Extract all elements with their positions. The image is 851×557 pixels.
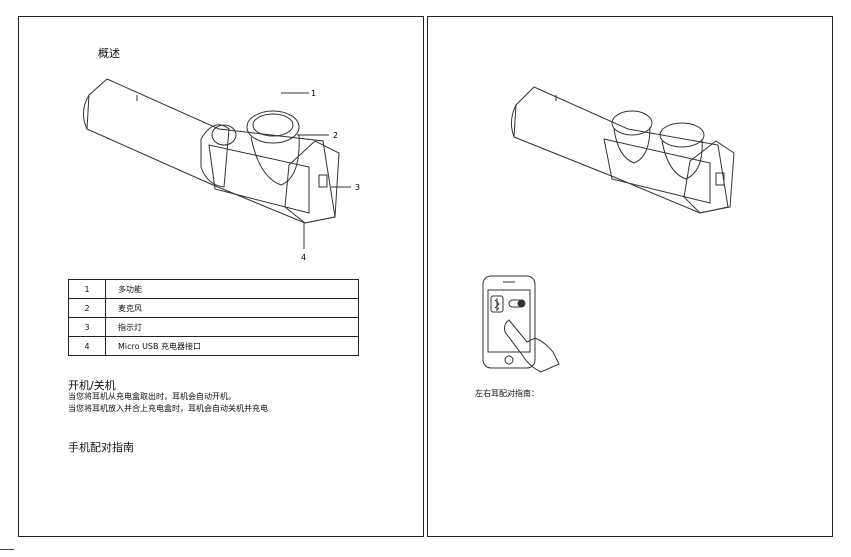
phone-bluetooth-illustration (483, 272, 583, 372)
part-number: 2 (69, 299, 106, 318)
parts-table: 1 多功能 2 麦克风 3 指示灯 4 Micro USB 充电器接口 (68, 279, 359, 356)
callout-4: 4 (301, 253, 306, 262)
table-row: 3 指示灯 (69, 318, 359, 337)
part-description: 麦克风 (106, 299, 359, 318)
power-line-1: 当您将耳机从充电盒取出时，耳机会自动开机。 (68, 391, 236, 402)
part-description: 多功能 (106, 280, 359, 299)
part-number: 1 (69, 280, 106, 299)
table-row: 4 Micro USB 充电器接口 (69, 337, 359, 356)
earbuds-case-illustration-open (428, 17, 834, 237)
phone-pairing-title: 手机配对指南 (68, 439, 134, 455)
page-right: 左右耳配对指南： (427, 16, 833, 537)
table-row: 1 多功能 (69, 280, 359, 299)
part-number: 3 (69, 318, 106, 337)
part-number: 4 (69, 337, 106, 356)
page-left: 概述 1 2 3 4 (18, 16, 424, 537)
lr-pairing-label: 左右耳配对指南： (475, 388, 539, 399)
hand-pointer-icon (505, 320, 560, 372)
table-row: 2 麦克风 (69, 299, 359, 318)
part-description: 指示灯 (106, 318, 359, 337)
callout-2: 2 (333, 131, 338, 140)
page-edge-mark (0, 549, 14, 550)
power-line-2: 当您将耳机放入并合上充电盒时，耳机会自动关机并充电 (68, 403, 268, 414)
part-description: Micro USB 充电器接口 (106, 337, 359, 356)
callout-1: 1 (311, 89, 316, 98)
earbuds-case-illustration: 1 2 3 4 (19, 17, 425, 277)
callout-3: 3 (355, 183, 360, 192)
